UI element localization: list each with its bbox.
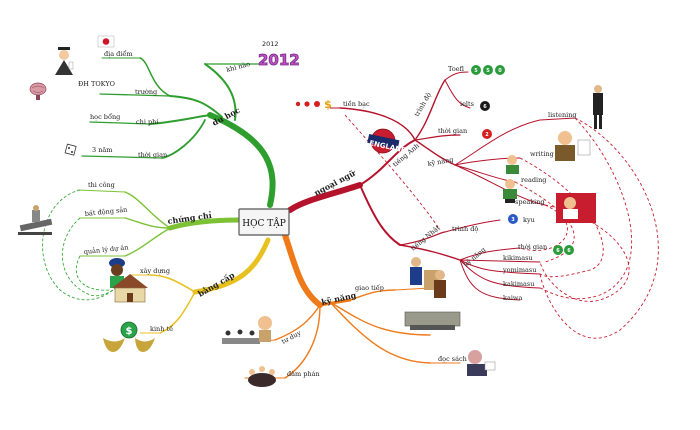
label-listening[interactable]: listening [548, 111, 577, 119]
label-kyu[interactable]: kyu [523, 216, 535, 224]
label-khi-nao[interactable]: khi nào [225, 59, 251, 74]
house-icon [112, 274, 148, 303]
label-doc-sach[interactable]: đọc sách [438, 355, 467, 363]
label-kikimasu[interactable]: kikimasu [503, 254, 533, 262]
teacher-icon [410, 257, 446, 298]
brain-icon [29, 82, 47, 100]
graduate-icon [55, 47, 74, 75]
coin-thoi-gian-anh: 2 [485, 132, 489, 138]
label-kakimasu[interactable]: kakimasu [503, 280, 534, 288]
label-tien-bac[interactable]: tiền bạc [343, 99, 370, 108]
year-2012-logo: 2012 [258, 51, 300, 69]
label-hoc-bong[interactable]: học bổng [90, 112, 120, 121]
businessman-icon [593, 85, 603, 129]
branch-chung-chi [77, 189, 243, 257]
label-kinh-te[interactable]: kinh tế [150, 324, 174, 333]
label-ky-nang-anh[interactable]: kỹ năng [427, 156, 454, 168]
branch-ngoai-ngu [287, 71, 576, 301]
dollar-coin-icon: $ [103, 321, 155, 352]
dashed-links-chung-chi [42, 189, 119, 301]
branch-du-hoc [81, 57, 276, 208]
coin-toefl-1: 5 [474, 68, 478, 74]
label-dh-tokyo[interactable]: ĐH TOKYO [78, 80, 115, 88]
laptop-icon [404, 311, 461, 330]
label-kaiwa[interactable]: kaiwa [503, 294, 522, 302]
label-xay-dung[interactable]: xây dựng [140, 267, 170, 275]
label-yomimasu[interactable]: yomimasu [502, 266, 536, 274]
book-reader-icon [467, 350, 496, 376]
label-toefl[interactable]: Toefl [448, 65, 465, 73]
label-quan-ly-du-an[interactable]: quản lý dự án [83, 242, 128, 256]
coin-toefl-3: 0 [498, 68, 502, 74]
worker-icon [109, 258, 125, 288]
coin-toefl-2: 5 [486, 68, 490, 74]
meeting-icon [248, 366, 276, 387]
label-thoi-gian-nhat[interactable]: thời gian [518, 243, 547, 251]
thinker-icon [258, 316, 272, 342]
label-thoi-gian-du-hoc[interactable]: thời gian [138, 151, 167, 159]
label-3-nam[interactable]: 3 năm [92, 146, 112, 154]
label-dam-phan[interactable]: đàm phán [287, 369, 320, 378]
label-ky-nang-nhat[interactable]: kỹ năng [462, 246, 487, 269]
label-speaking[interactable]: speaking [515, 198, 545, 206]
branch-ky-nang [244, 232, 461, 379]
center-node[interactable]: HỌC TẬP [238, 208, 290, 236]
label-chi-phi[interactable]: chi phí [136, 118, 159, 126]
number-coin-icon: 6 2 3 6 6 [480, 101, 574, 255]
label-trinh-do-nhat[interactable]: trình độ [452, 225, 478, 233]
label-tu-duy[interactable]: tư duy [280, 329, 302, 346]
branch-label-ky-nang[interactable]: kỹ năng [320, 290, 357, 307]
writer-icon [506, 155, 519, 174]
label-thoi-gian-anh[interactable]: thời gian [438, 127, 467, 135]
label-thi-cong[interactable]: thi công [88, 181, 115, 189]
branch-bang-cap [129, 237, 271, 334]
label-tieng-nhat[interactable]: tiếng Nhật [409, 223, 442, 253]
scholar-icon [555, 131, 591, 161]
dice-icon [64, 143, 77, 156]
coin-thoi-gian-nhat-2: 6 [567, 248, 571, 254]
coin-kyu: 3 [511, 217, 515, 223]
chess-icon [222, 329, 260, 344]
svg-text:$: $ [324, 98, 332, 111]
label-truong[interactable]: trường [135, 88, 157, 96]
toefl-coins-icon: 5 5 0 [471, 65, 505, 75]
money-coins-icon: $ [295, 98, 332, 111]
reader-icon [503, 179, 517, 203]
label-bat-dong-san[interactable]: bất động sản [84, 205, 127, 218]
coin-thoi-gian-nhat-1: 6 [556, 248, 560, 254]
label-dia-diem[interactable]: địa điểm [104, 49, 133, 58]
label-year-small: 2012 [262, 40, 279, 48]
label-ielts[interactable]: ielts [460, 100, 474, 108]
label-giao-tiep[interactable]: giao tiếp [355, 283, 384, 292]
center-title: HỌC TẬP [242, 217, 286, 229]
japan-flag-icon [97, 35, 115, 48]
label-writing[interactable]: writing [530, 150, 554, 158]
label-reading[interactable]: reading [521, 176, 546, 184]
england-badge: ENGLAND [367, 128, 408, 155]
svg-text:$: $ [126, 326, 133, 337]
speaker-icon [556, 193, 596, 223]
coin-ielts: 6 [483, 104, 487, 110]
robot-icon [18, 205, 53, 235]
